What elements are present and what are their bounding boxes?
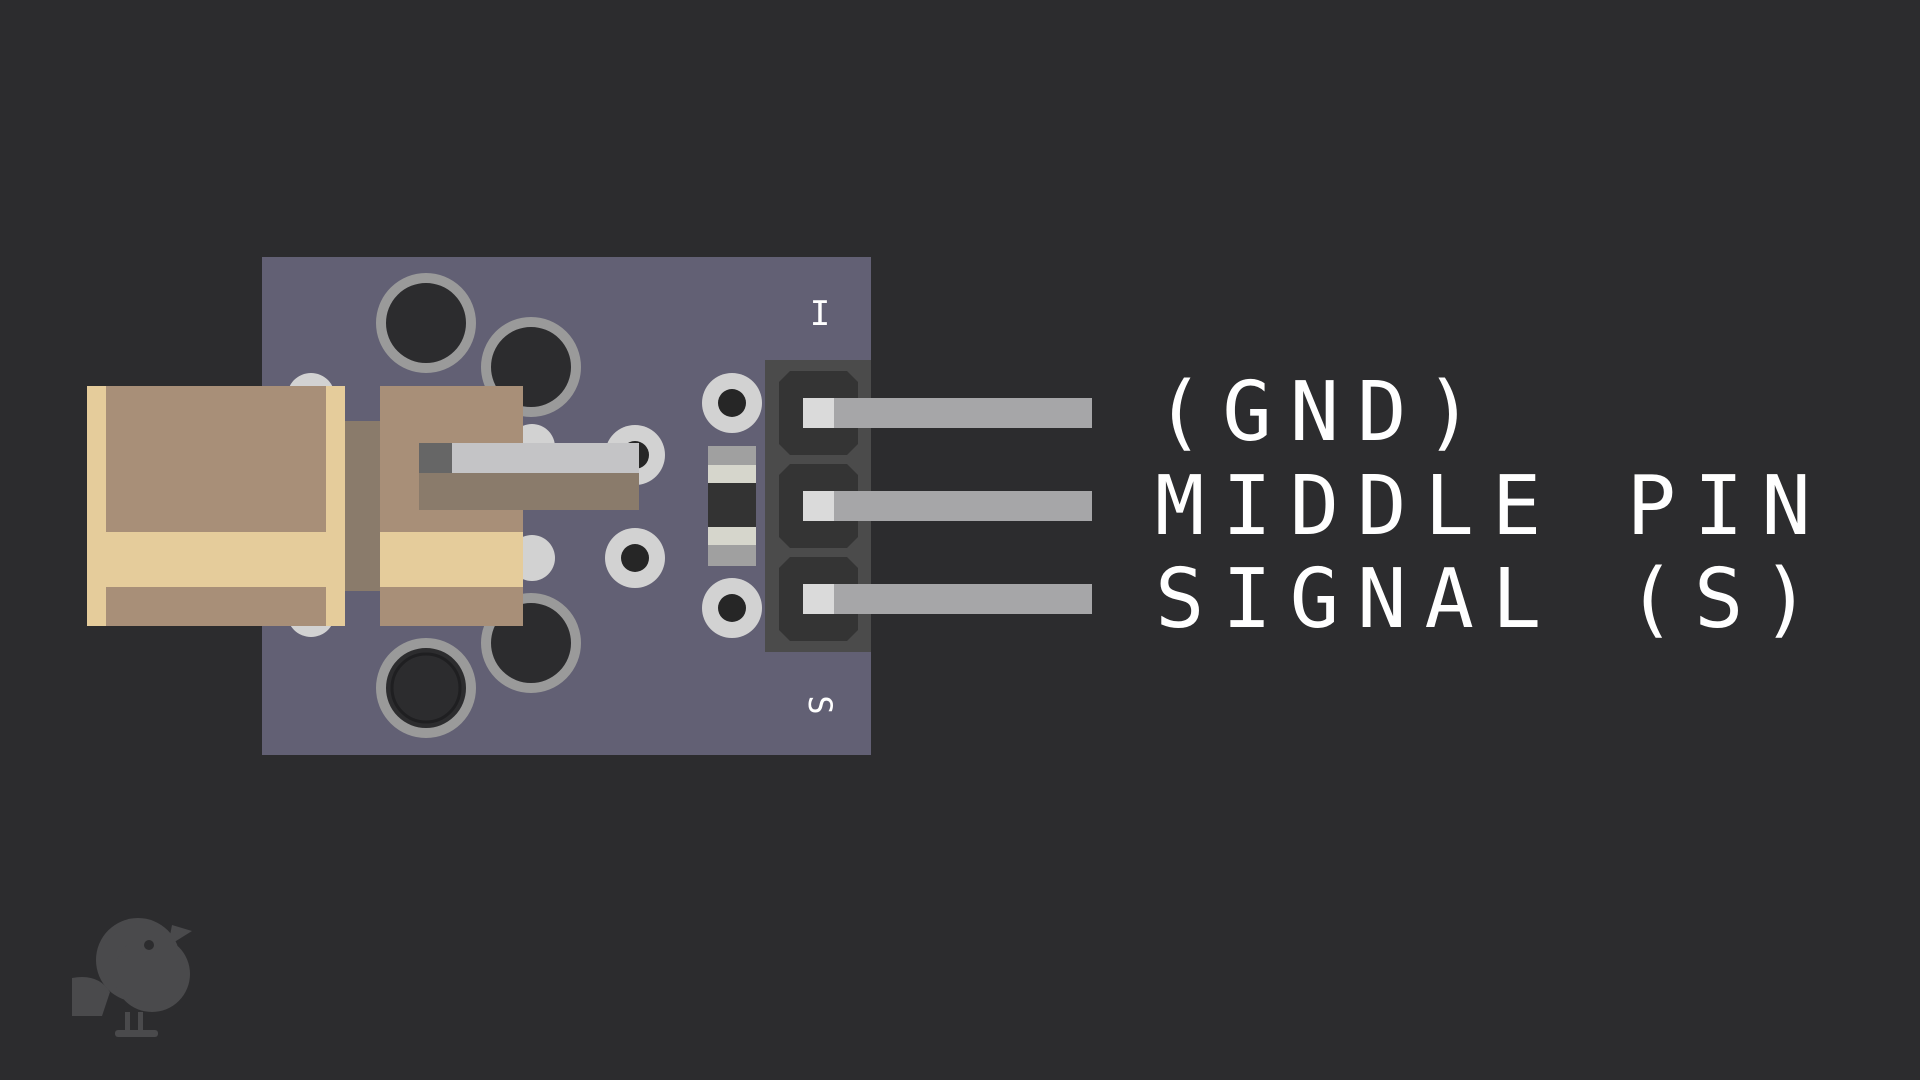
pin-gnd bbox=[803, 398, 1092, 428]
silkscreen-minus-label: I bbox=[810, 294, 830, 334]
bird-icon bbox=[72, 918, 192, 1037]
smd-resistor bbox=[708, 446, 756, 566]
pins bbox=[803, 398, 1092, 614]
silkscreen-s-label: S bbox=[801, 695, 839, 714]
pin-signal bbox=[803, 584, 1092, 614]
pin-label-signal: SIGNAL (S) bbox=[1155, 552, 1829, 647]
pin-label-gnd: (GND) bbox=[1155, 365, 1492, 460]
pin-middle bbox=[803, 491, 1092, 521]
pin-label-middle: MIDDLE PIN bbox=[1155, 459, 1829, 554]
mounting-holes bbox=[376, 273, 581, 738]
laser-lead bbox=[419, 443, 639, 510]
